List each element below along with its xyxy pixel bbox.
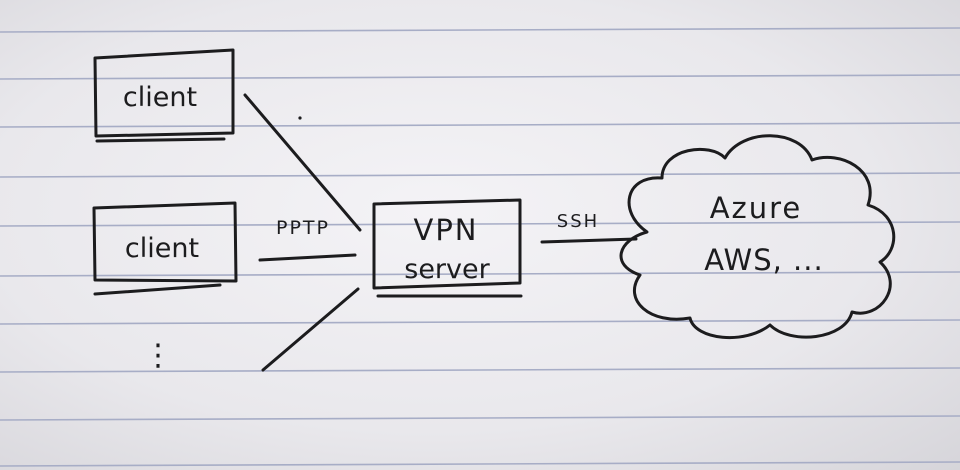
cloud-shape: Azure AWS, ...	[619, 134, 896, 340]
client-label-2: client	[125, 233, 199, 264]
ssh-connection	[540, 237, 638, 244]
client-box-1: client	[93, 48, 235, 143]
ruled-lines	[0, 27, 960, 467]
stray-dot	[298, 116, 302, 120]
more-clients-dots: ⋮	[143, 338, 173, 373]
cloud-label-line1: Azure	[710, 191, 803, 225]
vpn-label-line1: VPN	[413, 213, 478, 247]
client-label-1: client	[123, 82, 197, 113]
pptp-connections	[243, 93, 362, 372]
ssh-label: SSH	[557, 211, 599, 232]
cloud-label-line2: AWS, ...	[704, 243, 823, 277]
vpn-server-box: VPN server	[372, 198, 523, 298]
pptp-label: PPTP	[276, 217, 330, 239]
vpn-label-line2: server	[404, 254, 490, 285]
client-box-2: client	[92, 201, 238, 296]
